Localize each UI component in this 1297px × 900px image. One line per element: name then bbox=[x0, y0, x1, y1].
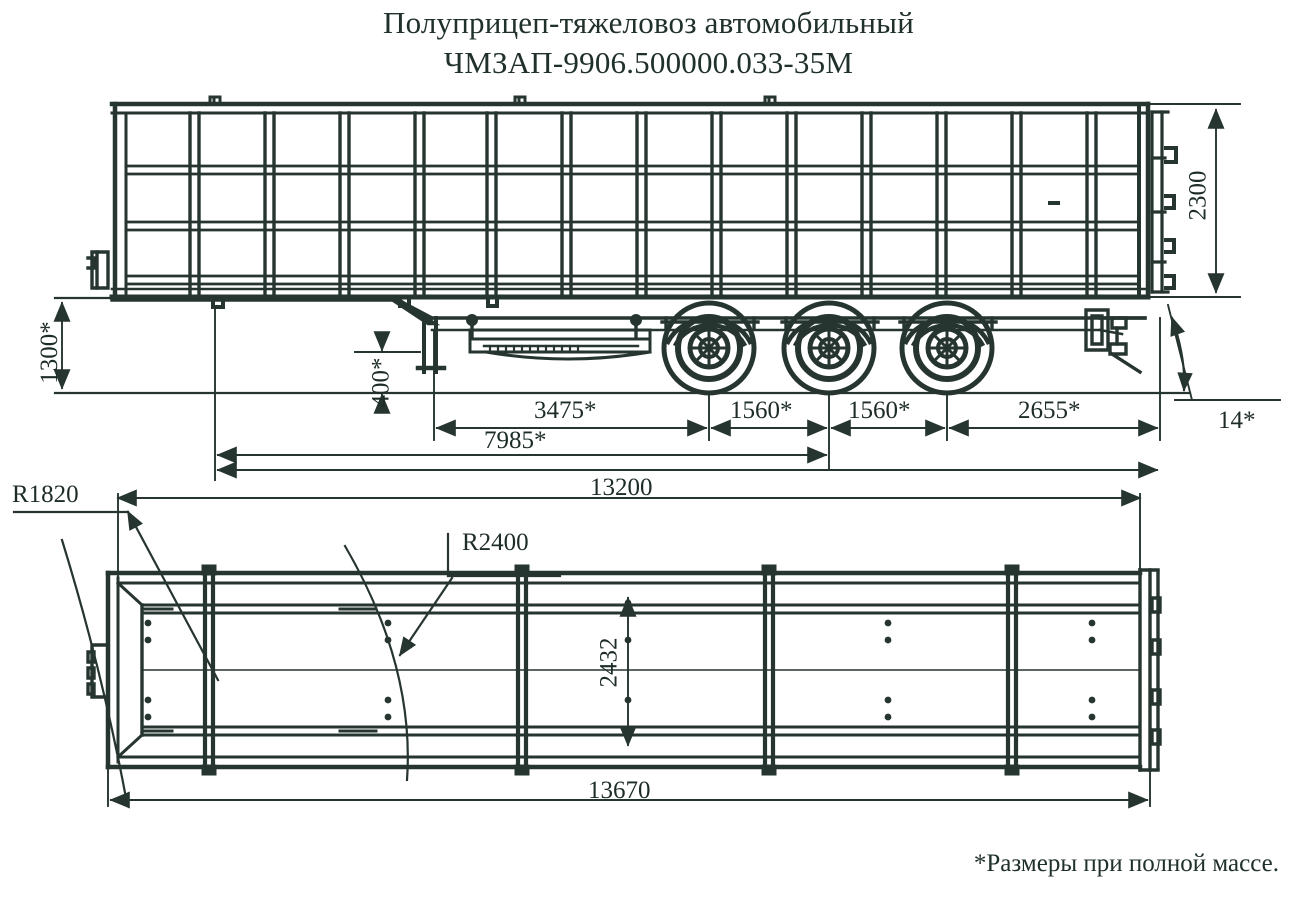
dim-height-overall: 2300 bbox=[1184, 170, 1212, 221]
rear-gate-side bbox=[1150, 110, 1178, 294]
dim-rear-overhang: 2655* bbox=[1018, 397, 1081, 424]
footnote: *Размеры при полной массе. bbox=[973, 850, 1279, 877]
rear-hitch bbox=[1084, 308, 1143, 375]
dim-length-overall-plan: 13670 bbox=[588, 777, 651, 804]
plan-front-fitting bbox=[86, 643, 110, 699]
plan-view-dimension-lines bbox=[107, 489, 1151, 809]
dim-width-inner: 2432 bbox=[595, 637, 623, 688]
wheel-assembly bbox=[664, 303, 992, 393]
side-view-chassis bbox=[110, 295, 1147, 375]
page-title-line2: ЧМЗАП-9906.500000.033-35М bbox=[443, 45, 854, 80]
dim-ramp-angle: 14* bbox=[1218, 407, 1256, 434]
plan-view-body bbox=[86, 564, 1162, 776]
plan-rear-gate bbox=[1138, 568, 1162, 772]
dim-radius-rear: R2400 bbox=[462, 529, 529, 556]
dim-axle-spacing-1: 1560* bbox=[730, 397, 793, 424]
dim-axle-spacing-2: 1560* bbox=[848, 397, 911, 424]
dim-radius-front: R1820 bbox=[12, 481, 79, 508]
front-nose-fitting bbox=[86, 250, 110, 290]
turning-radius-arcs bbox=[12, 510, 562, 800]
dim-length-between-extremes: 13200 bbox=[590, 474, 653, 501]
dim-kingpin-to-first-axle: 3475* bbox=[534, 397, 597, 424]
side-view-body bbox=[109, 95, 1151, 300]
dim-fifth-wheel-height: 1300* bbox=[36, 321, 63, 384]
top-rail-clip bbox=[208, 95, 777, 106]
under-deck-equipment bbox=[468, 328, 652, 361]
dim-ground-clearance: 400* bbox=[367, 357, 395, 408]
page-title-line1: Полуприцеп-тяжеловоз автомобильный bbox=[382, 5, 914, 40]
side-view-dimension-lines bbox=[53, 103, 1281, 481]
dim-kingpin-to-axle-centre: 7985* bbox=[484, 427, 547, 454]
